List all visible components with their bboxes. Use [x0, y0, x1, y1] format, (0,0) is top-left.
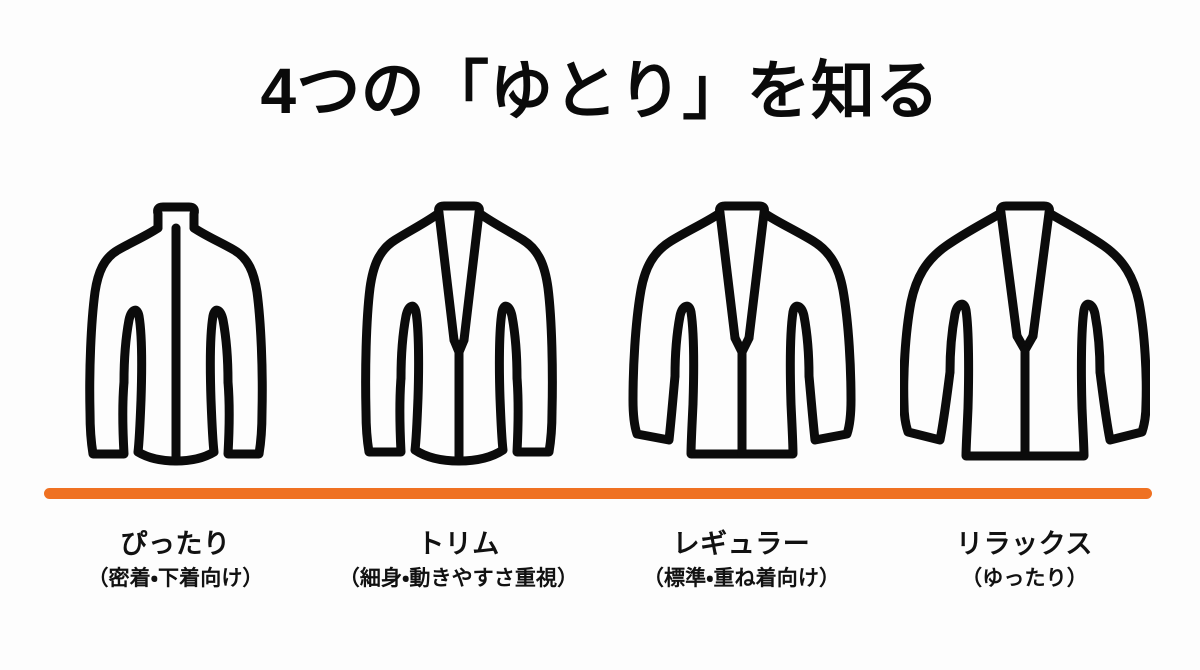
page-title: 4つの「ゆとり」を知る [260, 55, 940, 127]
jacket-cell-trim [317, 178, 600, 468]
fit-label-snug: ぴったり [120, 529, 231, 559]
jacket-illustration-row [0, 178, 1200, 468]
jacket-zip-slim-icon [84, 202, 267, 466]
jacket-cell-snug [34, 178, 317, 468]
jacket-open-trim-icon [360, 201, 557, 466]
fit-label-trim: トリム [417, 529, 500, 559]
fit-sublabel-trim: （細身・動きやすさ重視） [338, 566, 579, 590]
label-cell-trim: トリム （細身・動きやすさ重視） [317, 528, 600, 618]
fit-label-regular: レギュラー [672, 529, 811, 559]
jacket-open-relaxed-icon [899, 201, 1150, 461]
label-cell-snug: ぴったり （密着・下着向け） [34, 528, 317, 618]
jacket-cell-regular [600, 178, 883, 468]
fit-label-row: ぴったり （密着・下着向け） トリム （細身・動きやすさ重視） レギュラー （標… [0, 528, 1200, 618]
label-cell-relaxed: リラックス （ゆったり） [883, 528, 1166, 618]
fit-label-relaxed: リラックス [956, 529, 1093, 559]
jacket-cell-relaxed [883, 178, 1166, 468]
fit-sublabel-snug: （密着・下着向け） [87, 566, 264, 590]
fit-sublabel-relaxed: （ゆったり） [961, 566, 1088, 590]
orange-divider-rule [44, 488, 1152, 499]
fit-sublabel-regular: （標準・重ね着向け） [642, 566, 841, 590]
jacket-open-regular-icon [628, 201, 855, 459]
label-cell-regular: レギュラー （標準・重ね着向け） [600, 528, 883, 618]
